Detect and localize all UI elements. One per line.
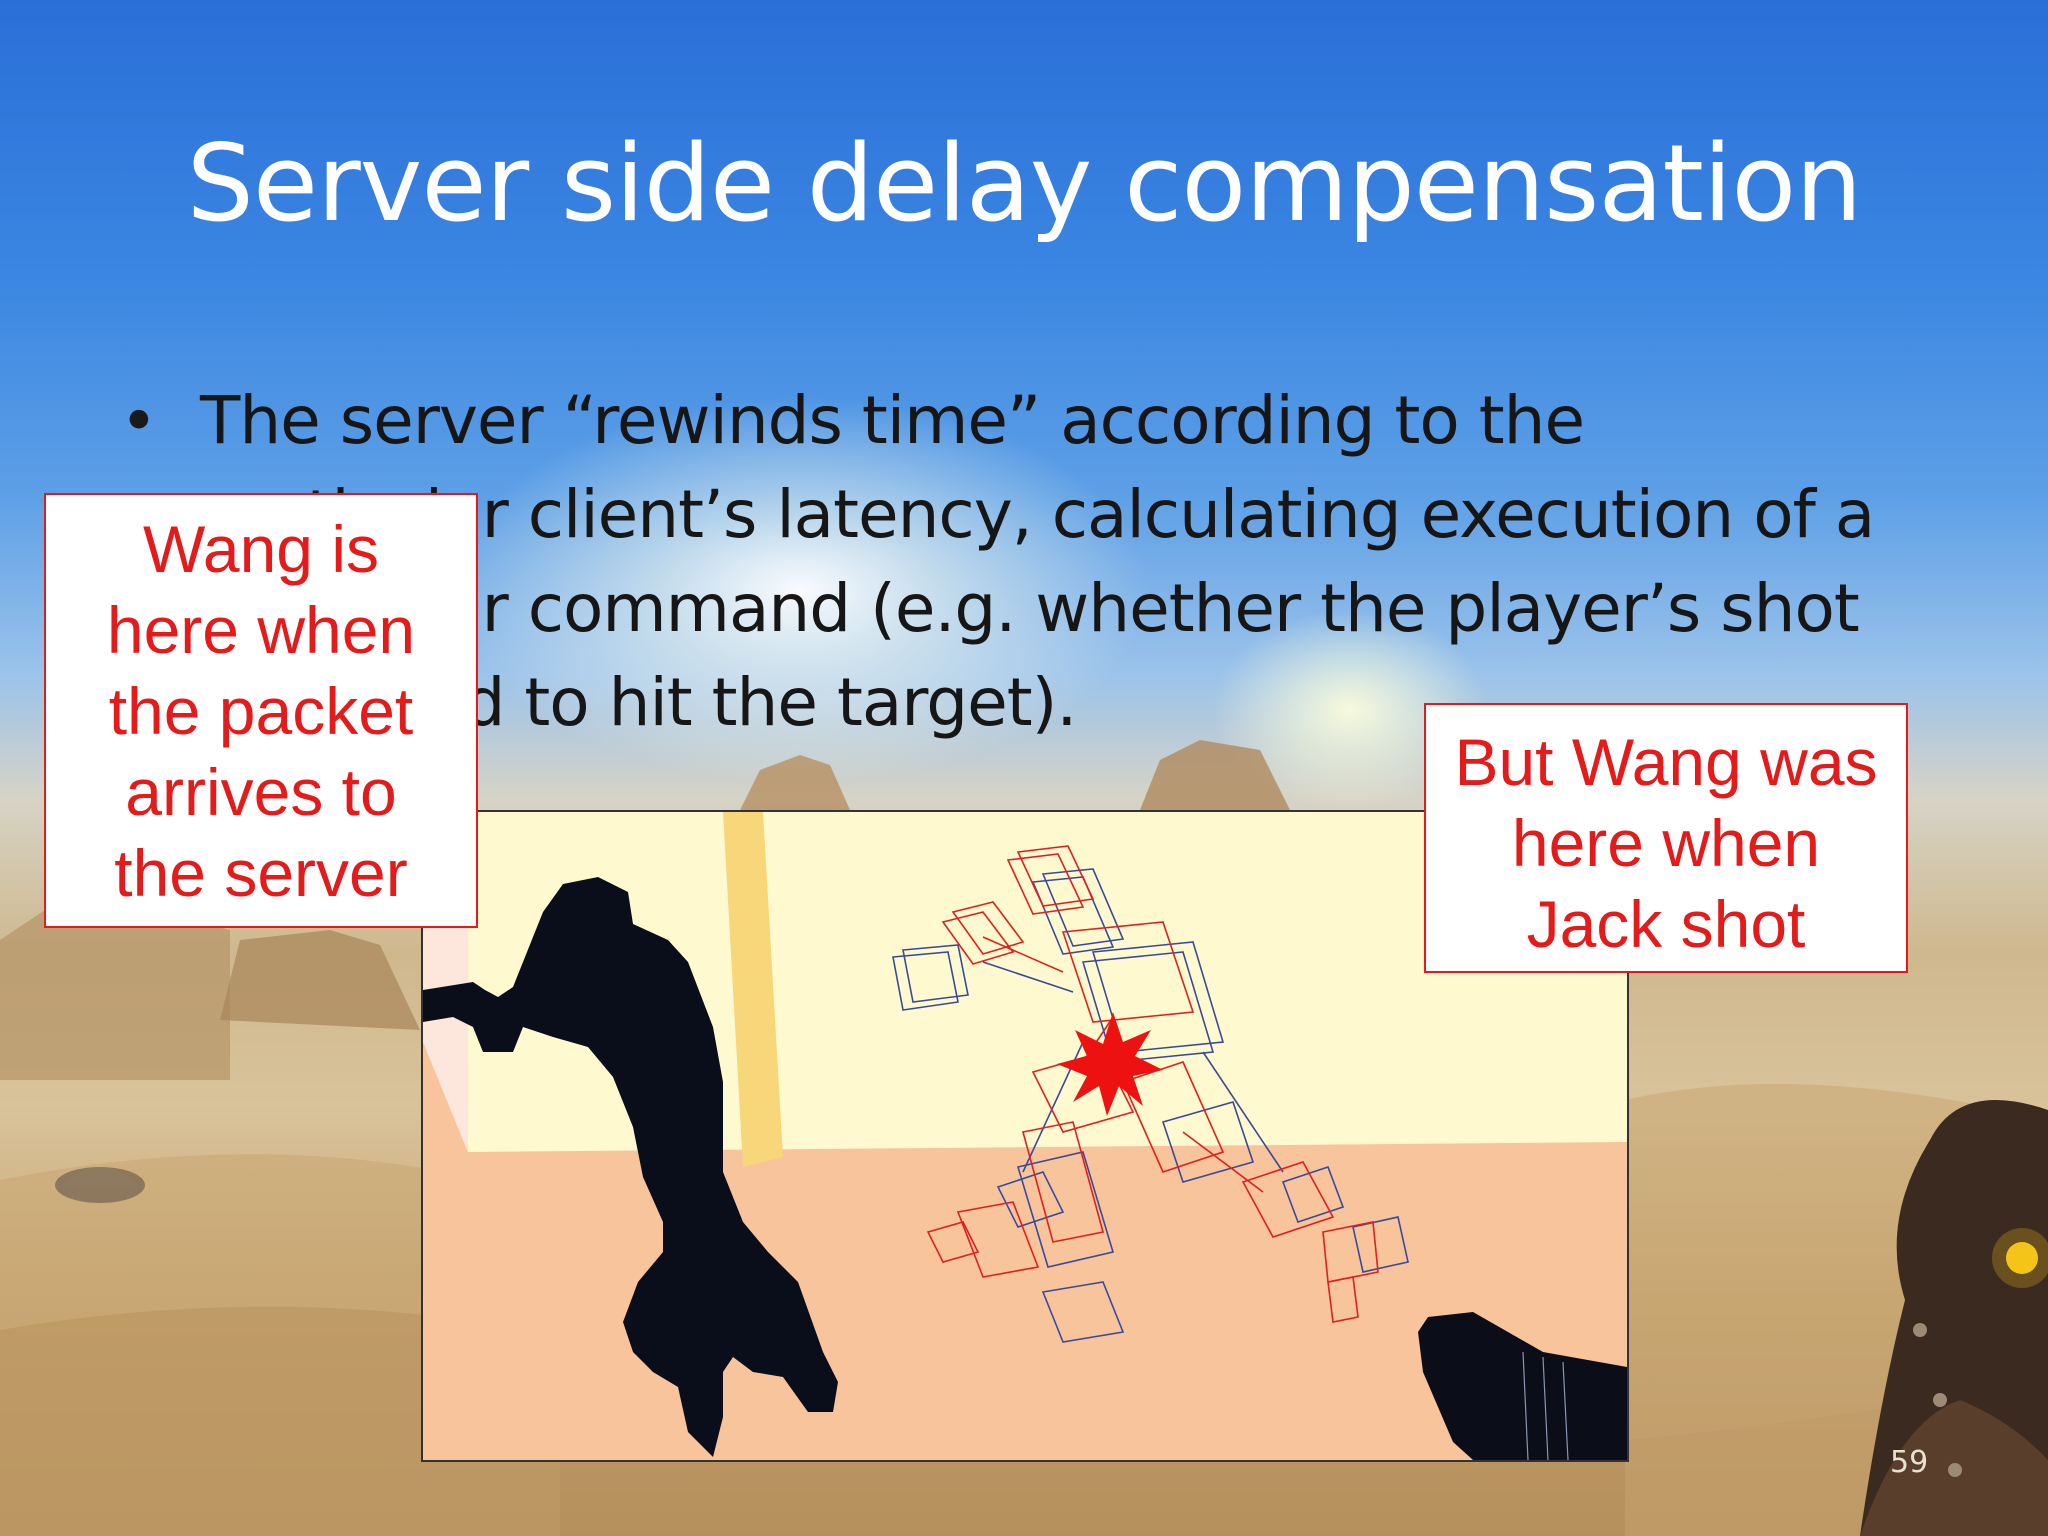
slide-title: Server side delay compensation xyxy=(186,122,1863,245)
page-number: 59 xyxy=(1890,1445,1929,1480)
callout-line: But Wang was xyxy=(1454,725,1878,799)
shooter-silhouette xyxy=(423,877,838,1457)
callout-line: the packet xyxy=(108,674,414,748)
hit-star-icon xyxy=(1057,1012,1163,1116)
sun-glare xyxy=(420,380,1180,800)
callout-line: arrives to xyxy=(125,755,397,829)
pistol-icon xyxy=(1418,1312,1627,1460)
callout-wang-past: But Wang was here when Jack shot xyxy=(1424,703,1908,973)
hitbox-red xyxy=(926,845,1379,1323)
hitbox-blue xyxy=(892,868,1409,1343)
figure-scene xyxy=(423,812,1627,1460)
callout-line: the server xyxy=(114,836,408,910)
bullet-dot-icon: • xyxy=(120,385,158,459)
callout-wang-now: Wang is here when the packet arrives to … xyxy=(44,493,478,928)
callout-line: Jack shot xyxy=(1526,887,1806,961)
callout-line: here when xyxy=(106,593,416,667)
callout-line: Wang is xyxy=(143,512,379,586)
callout-line: here when xyxy=(1511,806,1821,880)
